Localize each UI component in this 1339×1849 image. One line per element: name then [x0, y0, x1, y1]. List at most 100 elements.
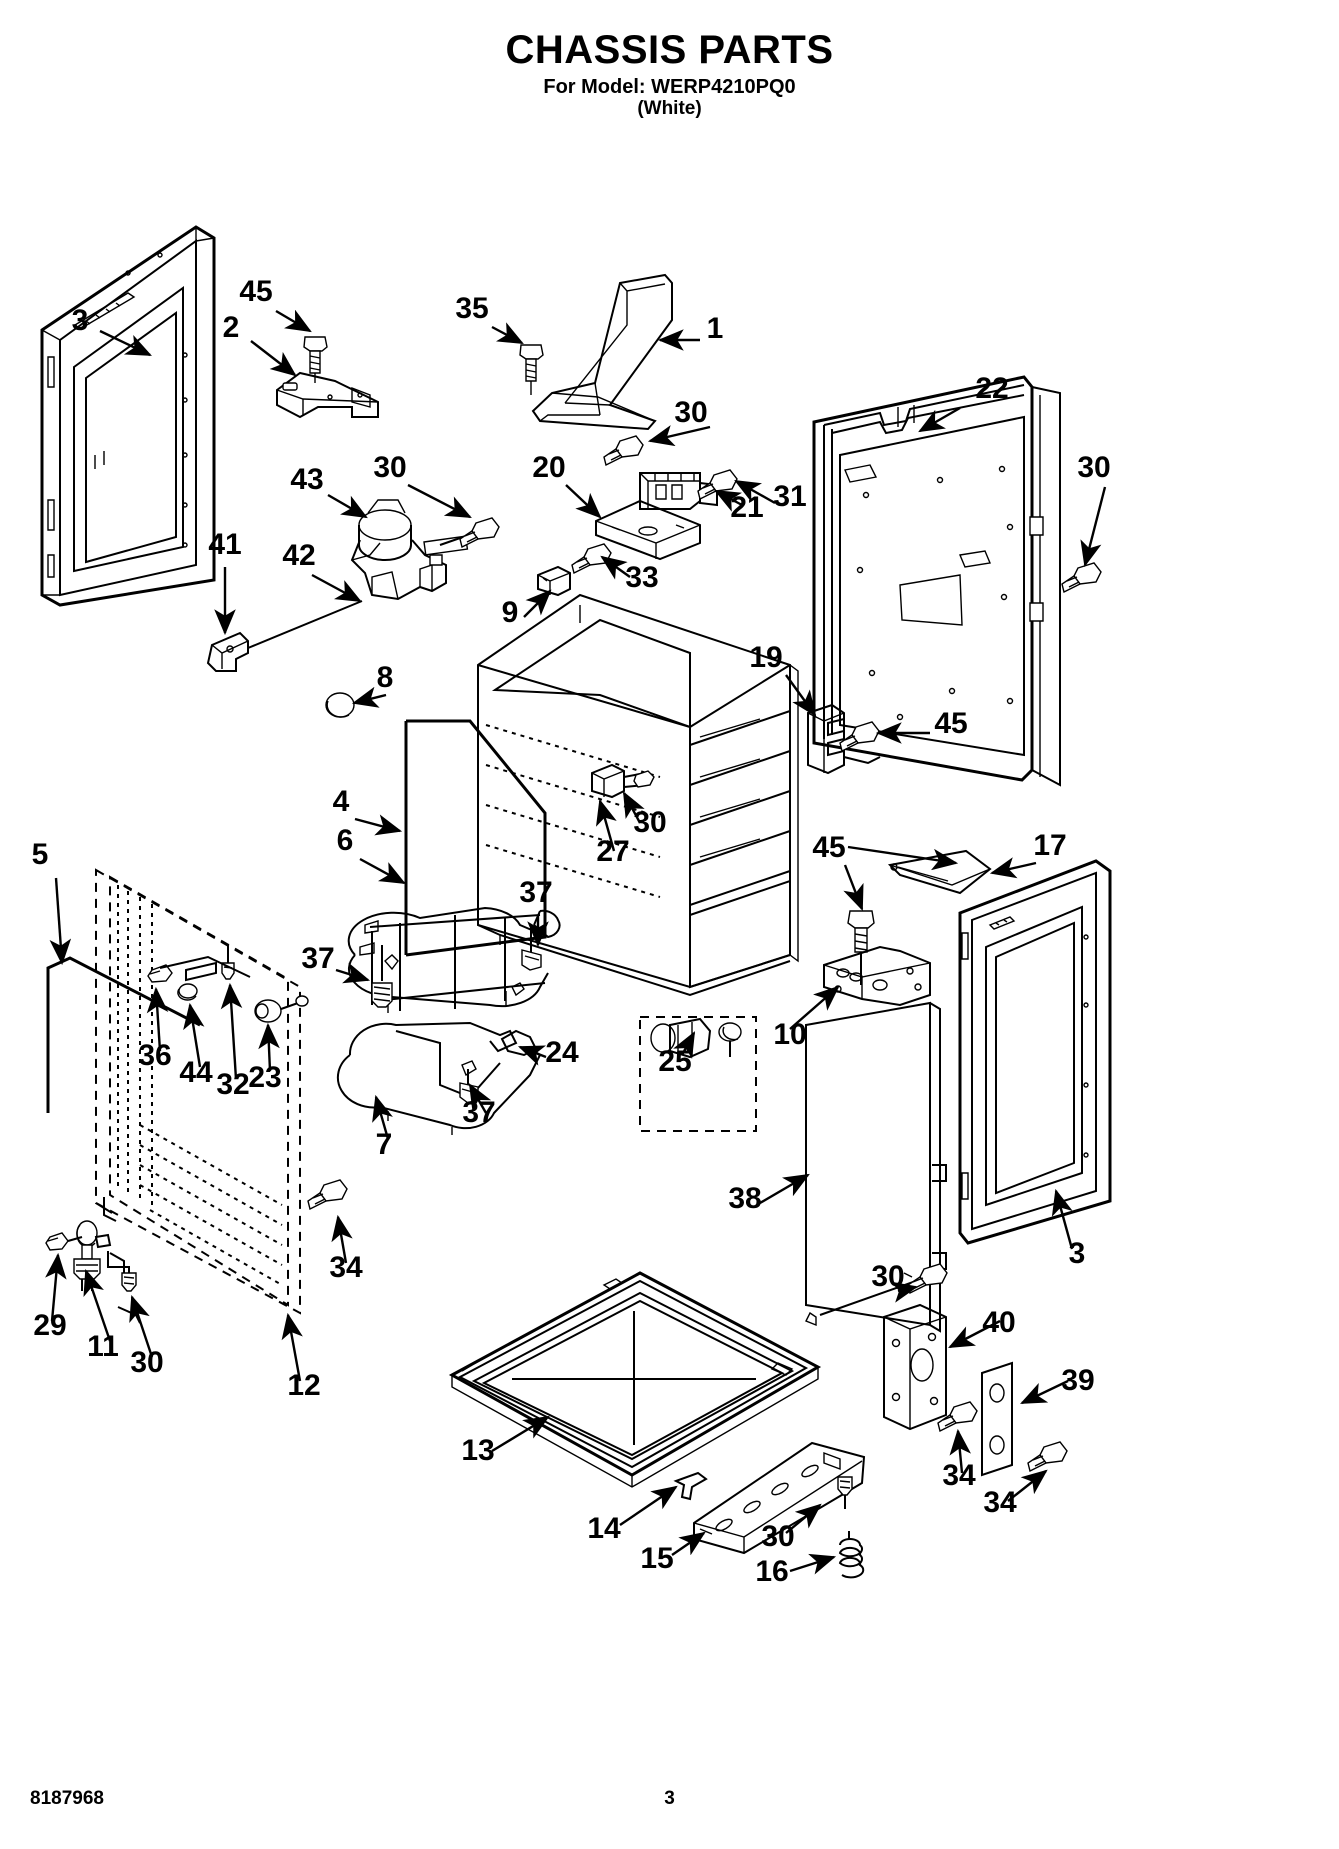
part-45-screw-top-left — [304, 337, 327, 383]
part-16-spring — [840, 1531, 863, 1577]
callout-22-rear-panel: 22 — [975, 372, 1008, 405]
callout-30-screw: 30 — [1077, 451, 1110, 484]
part-29-screw — [46, 1233, 82, 1250]
part-27-sensor-bracket — [592, 765, 654, 797]
callout-35-screw-anti-tip: 35 — [455, 292, 488, 325]
callout-45-screw-hex: 45 — [812, 831, 845, 864]
callout-3-side-panel-right: 3 — [1069, 1237, 1086, 1270]
footer-page-number: 3 — [664, 1788, 675, 1809]
callout-6-broil-element: 6 — [337, 824, 354, 857]
part-30-screw-rail — [838, 1477, 852, 1509]
callout-11-leveling-leg: 11 — [87, 1330, 119, 1363]
callout-41-wire-harness-clip: 41 — [208, 528, 241, 561]
part-3-side-panel-right — [960, 861, 1110, 1243]
callout-29-screw-leveling: 29 — [33, 1309, 66, 1342]
callout-34-screw-machine: 34 — [983, 1486, 1017, 1519]
callout-32-screw-panel: 32 — [216, 1068, 249, 1101]
part-44-bushing — [178, 984, 197, 1000]
part-45-screw-latch — [840, 722, 879, 751]
part-34-screw-r1 — [938, 1402, 977, 1431]
callout-43-door-lock-motor: 43 — [290, 463, 323, 496]
callout-34-screw-machine: 34 — [942, 1459, 976, 1492]
callout-30-screw: 30 — [871, 1260, 904, 1293]
part-12-insulation-blanket — [96, 870, 300, 1323]
callout-45-screw-hex: 45 — [239, 275, 272, 308]
part-1-anti-tip-bracket — [533, 275, 672, 429]
part-19-latch-bracket — [808, 705, 880, 773]
part-3-side-panel-left — [42, 227, 214, 605]
callout-27-sensor-bracket: 27 — [596, 835, 629, 868]
callout-33-screw-bracket: 33 — [625, 561, 658, 594]
part-10-mounting-plate — [824, 947, 930, 1005]
callout-12-insulation-blanket: 12 — [287, 1369, 320, 1402]
callout-39-strike-plate: 39 — [1061, 1364, 1094, 1397]
callout-30-screw: 30 — [633, 806, 666, 839]
callout-30-screw: 30 — [761, 1520, 794, 1553]
callout-19-latch-bracket: 19 — [749, 641, 782, 674]
parts-exploded-diagram: 1233456789101112131415161719202122232425… — [32, 125, 1339, 1588]
callout-34-screw-machine: 34 — [329, 1251, 363, 1284]
callout-4-oven-liner-wire: 4 — [333, 785, 350, 818]
oven-cavity-body — [478, 595, 798, 995]
callout-24-bake-element-terminal: 24 — [545, 1036, 579, 1069]
part-4-liner-frame — [406, 721, 545, 955]
callout-45-screw-hex: 45 — [934, 707, 967, 740]
callout-14-clip: 14 — [587, 1512, 621, 1545]
callout-2-hinge-bracket: 2 — [223, 311, 240, 344]
part-9-terminal-bracket — [538, 567, 570, 595]
part-31-screw — [698, 470, 737, 499]
part-36-screw — [148, 965, 172, 982]
callout-13-bottom-drawer-panel: 13 — [461, 1434, 494, 1467]
callout-37-screw-element: 37 — [462, 1096, 495, 1129]
part-35-screw — [520, 345, 543, 395]
part-40-hinge-receptacle — [884, 1305, 946, 1429]
part-17-gasket-corner — [890, 851, 990, 893]
part-11-leveling-leg — [74, 1221, 110, 1291]
part-37-screw-a — [372, 945, 392, 1007]
callout-36-screw-shoulder: 36 — [138, 1039, 171, 1072]
callout-16-spring: 16 — [755, 1555, 788, 1588]
callout-21-terminal-block: 21 — [730, 491, 763, 524]
part-45-screw-plate — [848, 911, 874, 985]
page-title: CHASSIS PARTS — [505, 28, 834, 72]
callout-25-oven-light-socket: 25 — [658, 1045, 691, 1078]
part-43-door-lock-motor — [352, 500, 486, 599]
callout-30-screw: 30 — [130, 1346, 163, 1379]
callout-31-screw-terminal: 31 — [773, 480, 806, 513]
part-30-screw-rear — [1062, 563, 1101, 592]
part-2-hinge-bracket — [277, 373, 378, 417]
part-32-screw — [222, 945, 234, 979]
callout-37-screw-element: 37 — [519, 876, 552, 909]
part-41-clip — [208, 633, 248, 671]
callout-38-side-panel-inner: 38 — [728, 1182, 761, 1215]
part-7-bake-element — [338, 1023, 540, 1135]
callout-17-door-gasket-corner: 17 — [1033, 829, 1066, 862]
panel-slot — [186, 963, 216, 980]
part-5-wrap-edge — [48, 958, 200, 1113]
part-23-grommet — [255, 996, 308, 1022]
part-39-strike-plate — [982, 1363, 1012, 1475]
part-22-rear-panel — [814, 377, 1060, 785]
part-38-inner-panel — [806, 1003, 946, 1331]
callout-20-terminal-block-support: 20 — [532, 451, 565, 484]
model-subtitle: For Model: WERP4210PQ0 — [543, 76, 796, 98]
part-14-clip — [676, 1473, 706, 1499]
callout-15-drawer-slide-rail: 15 — [640, 1542, 673, 1575]
callout-37-screw-element: 37 — [301, 942, 334, 975]
part-34-screw-r2 — [1028, 1442, 1067, 1471]
footer-document-number: 8187968 — [30, 1788, 104, 1809]
part-30-screw-terminal — [604, 436, 643, 465]
part-8-hole-plug — [326, 693, 354, 717]
leader-lines — [45, 309, 1105, 1575]
callout-30-screw: 30 — [674, 396, 707, 429]
callout-44-spacer-bushing: 44 — [179, 1056, 213, 1089]
part-30-screw-leg — [108, 1251, 136, 1291]
callout-30-screw: 30 — [373, 451, 406, 484]
callout-1-anti-tip-bracket: 1 — [707, 312, 724, 345]
callout-10-mounting-plate: 10 — [773, 1018, 806, 1051]
color-subtitle: (White) — [637, 98, 702, 119]
callout-3-side-panel-left: 3 — [72, 304, 89, 337]
callout-5-insulation-wrap-edge: 5 — [32, 838, 49, 871]
part-34-screw-left — [308, 1180, 347, 1209]
